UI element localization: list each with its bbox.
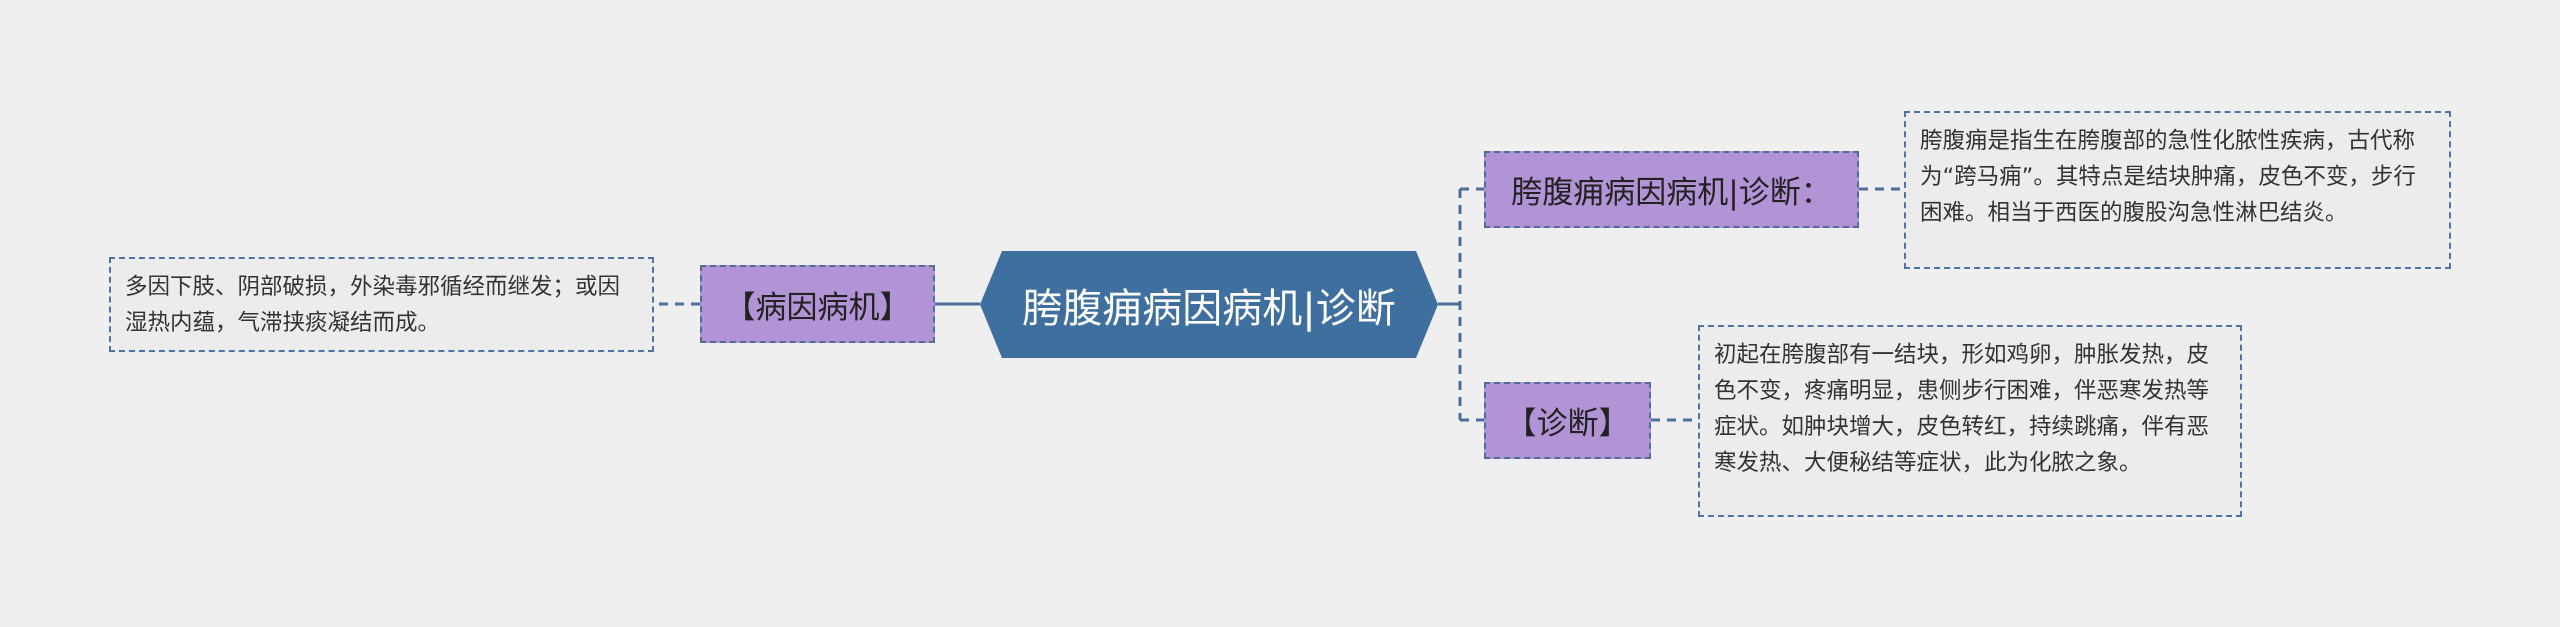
branch-diagnosis[interactable]: 【诊断】	[1484, 382, 1651, 459]
branch-definition-label: 胯腹痈病因病机|诊断：	[1511, 175, 1832, 211]
leaf-definition-text: 胯腹痈是指生在胯腹部的急性化脓性疾病，古代称为“跨马痈”。其特点是结块肿痛，皮色…	[1920, 128, 2416, 226]
leaf-cause-detail[interactable]: 多因下肢、阴部破损，外染毒邪循经而继发；或因湿热内蕴，气滞挟痰凝结而成。	[109, 257, 654, 352]
branch-cause[interactable]: 【病因病机】	[700, 265, 935, 343]
leaf-diagnosis-detail[interactable]: 初起在胯腹部有一结块，形如鸡卵，肿胀发热，皮色不变，疼痛明显，患侧步行困难，伴恶…	[1698, 325, 2242, 517]
leaf-diagnosis-text: 初起在胯腹部有一结块，形如鸡卵，肿胀发热，皮色不变，疼痛明显，患侧步行困难，伴恶…	[1714, 342, 2210, 476]
root-shape	[980, 251, 1438, 358]
branch-cause-label: 【病因病机】	[724, 289, 911, 326]
root-label: 胯腹痈病因病机|诊断	[1022, 285, 1396, 332]
root-node[interactable]: 胯腹痈病因病机|诊断	[980, 251, 1438, 358]
branch-diagnosis-label: 【诊断】	[1505, 406, 1630, 442]
leaf-cause-text: 多因下肢、阴部破损，外染毒邪循经而继发；或因湿热内蕴，气滞挟痰凝结而成。	[125, 274, 621, 336]
leaf-definition-detail[interactable]: 胯腹痈是指生在胯腹部的急性化脓性疾病，古代称为“跨马痈”。其特点是结块肿痛，皮色…	[1904, 111, 2451, 269]
branch-definition[interactable]: 胯腹痈病因病机|诊断：	[1484, 151, 1859, 228]
